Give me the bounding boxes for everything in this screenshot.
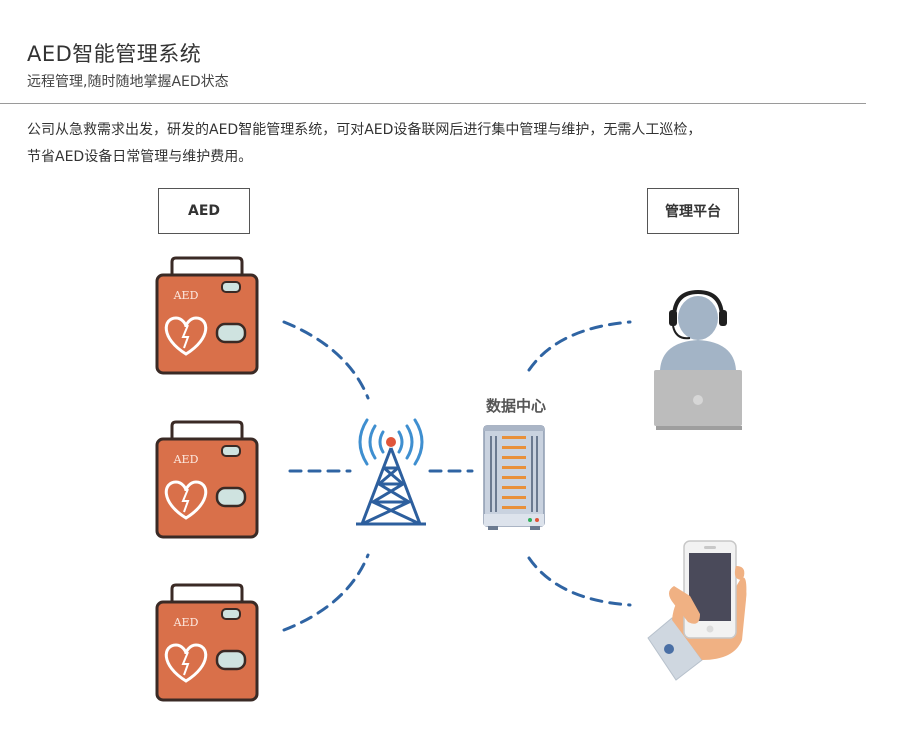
platform-column-label: 管理平台 xyxy=(647,188,739,234)
description-line-2: 节省AED设备日常管理与维护费用。 xyxy=(27,149,253,165)
aed-column-label: AED xyxy=(158,188,250,234)
page-subtitle: 远程管理,随时随地掌握AED状态 xyxy=(27,74,229,90)
link-server-to-phone xyxy=(527,556,632,607)
aed-device-icon-middle xyxy=(155,420,259,539)
header-divider xyxy=(0,103,866,104)
description-line-1: 公司从急救需求出发，研发的AED智能管理系统，可对AED设备联网后进行集中管理与… xyxy=(27,122,702,138)
link-server-to-operator xyxy=(527,320,632,372)
connection-lines xyxy=(282,320,632,632)
aed-device-icon-top xyxy=(155,256,259,375)
data-center-label: 数据中心 xyxy=(485,397,546,415)
description: 公司从急救需求出发，研发的AED智能管理系统，可对AED设备联网后进行集中管理与… xyxy=(27,117,867,171)
page-title: AED智能管理系统 xyxy=(27,42,202,66)
server-icon xyxy=(483,425,545,530)
signal-tower-icon xyxy=(356,418,426,526)
link-aed-bottom-to-tower xyxy=(282,553,370,632)
aed-device-icon-bottom xyxy=(155,583,259,702)
smartphone-hand-icon xyxy=(647,540,747,681)
operator-laptop-icon xyxy=(654,289,742,430)
link-aed-top-to-tower xyxy=(282,320,370,400)
